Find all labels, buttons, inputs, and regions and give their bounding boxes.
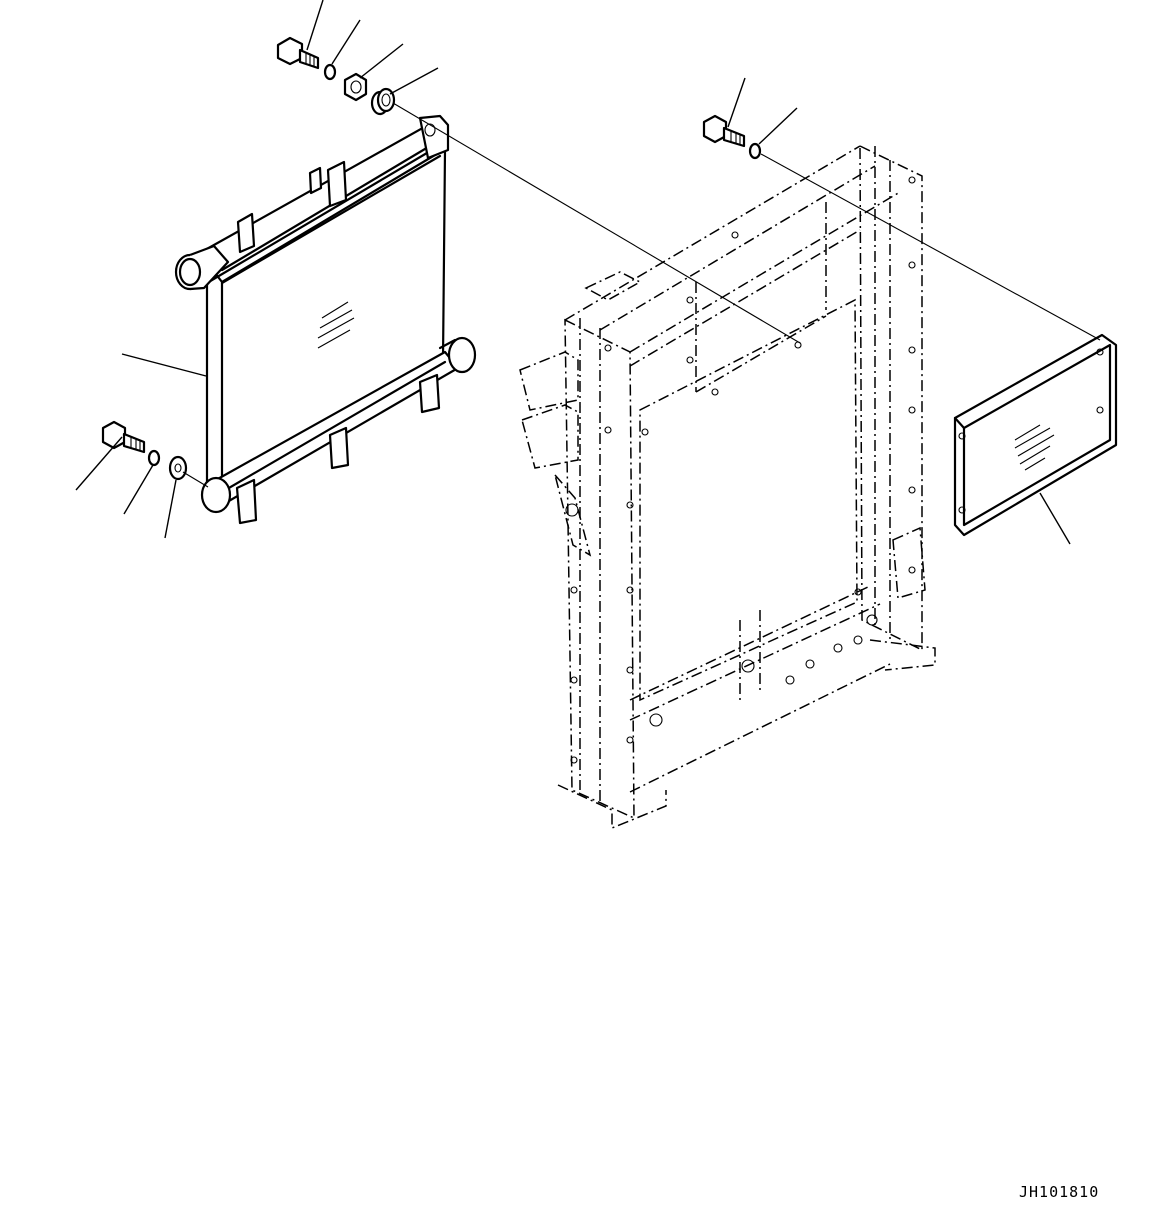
flat-washer-lower-icon	[168, 455, 188, 481]
alignment-lines	[182, 102, 1101, 488]
leader-lines	[75, 0, 1071, 545]
radiator-frame-icon	[519, 144, 936, 830]
bolt-lower-left-icon	[101, 420, 146, 454]
collar-top-icon	[370, 87, 396, 116]
bolt-top-right-icon	[702, 114, 746, 148]
nut-top-icon	[343, 72, 368, 102]
panel-cover-icon	[953, 333, 1118, 537]
washer-top-right-icon	[748, 142, 762, 160]
cooler-core-icon	[174, 114, 477, 525]
bolt-top-left-icon	[276, 36, 320, 70]
drawing-id-label: JH101810	[1019, 1183, 1100, 1201]
washer-lower-icon	[147, 449, 161, 467]
lock-washer-top-icon	[323, 63, 337, 81]
